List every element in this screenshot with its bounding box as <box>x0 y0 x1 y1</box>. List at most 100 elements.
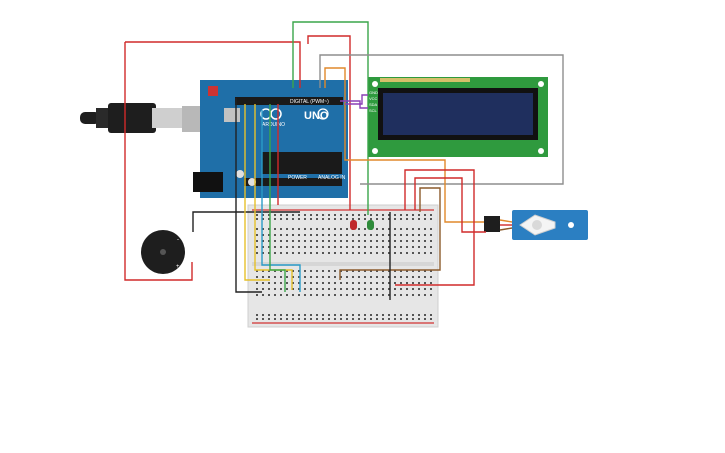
breadboard-hole <box>340 246 342 248</box>
breadboard-hole <box>256 228 258 230</box>
breadboard-hole <box>310 252 312 254</box>
breadboard-hole <box>418 240 420 242</box>
buzzer-icon[interactable]: - + <box>141 230 185 274</box>
breadboard-hole <box>406 282 408 284</box>
breadboard-hole <box>292 270 294 272</box>
breadboard-hole <box>316 282 318 284</box>
breadboard-hole <box>418 288 420 290</box>
breadboard-hole <box>334 288 336 290</box>
breadboard-hole <box>382 288 384 290</box>
arduino-digital-label: DIGITAL (PWM~) <box>290 99 329 105</box>
breadboard-hole <box>286 294 288 296</box>
breadboard-hole <box>412 246 414 248</box>
led-green-icon[interactable] <box>367 220 374 230</box>
breadboard-hole <box>382 252 384 254</box>
breadboard-hole <box>298 246 300 248</box>
breadboard-hole <box>430 282 432 284</box>
breadboard-hole <box>262 314 264 316</box>
breadboard-hole <box>370 240 372 242</box>
breadboard-hole <box>304 246 306 248</box>
breadboard-hole <box>322 314 324 316</box>
breadboard-hole <box>340 228 342 230</box>
breadboard-hole <box>358 252 360 254</box>
breadboard-hole <box>346 282 348 284</box>
breadboard-hole <box>310 314 312 316</box>
breadboard-hole <box>328 234 330 236</box>
breadboard-hole <box>418 234 420 236</box>
breadboard-hole <box>292 276 294 278</box>
arduino-board-icon[interactable]: DIGITAL (PWM~) ARDUINO UNO POWER ANALOG … <box>193 80 348 198</box>
breadboard-hole <box>406 314 408 316</box>
breadboard-hole <box>280 240 282 242</box>
breadboard-hole <box>310 294 312 296</box>
breadboard-hole <box>280 288 282 290</box>
breadboard-hole <box>292 294 294 296</box>
breadboard-hole <box>394 252 396 254</box>
breadboard-hole <box>394 288 396 290</box>
lcd-icon[interactable]: GND VCC SDA SCL <box>368 77 548 157</box>
breadboard-hole <box>280 270 282 272</box>
breadboard-hole <box>316 218 318 220</box>
breadboard-hole <box>304 234 306 236</box>
breadboard-hole <box>358 234 360 236</box>
breadboard-hole <box>298 234 300 236</box>
breadboard-hole <box>310 318 312 320</box>
breadboard-hole <box>358 270 360 272</box>
breadboard-hole <box>292 214 294 216</box>
breadboard-hole <box>280 318 282 320</box>
breadboard-hole <box>262 246 264 248</box>
breadboard-hole <box>370 214 372 216</box>
breadboard-hole <box>262 276 264 278</box>
breadboard-hole <box>376 314 378 316</box>
breadboard-hole <box>406 276 408 278</box>
breadboard-hole <box>406 218 408 220</box>
breadboard-hole <box>286 218 288 220</box>
breadboard-hole <box>256 314 258 316</box>
breadboard-hole <box>418 228 420 230</box>
breadboard-hole <box>424 218 426 220</box>
breadboard-hole <box>268 314 270 316</box>
breadboard-hole <box>376 218 378 220</box>
breadboard-hole <box>334 246 336 248</box>
breadboard-hole <box>430 246 432 248</box>
led-red-icon[interactable] <box>350 220 357 230</box>
breadboard-hole <box>388 214 390 216</box>
breadboard-hole <box>376 318 378 320</box>
breadboard-hole <box>310 282 312 284</box>
breadboard-hole <box>292 218 294 220</box>
breadboard-hole <box>388 246 390 248</box>
arduino-power-label: POWER <box>288 175 307 181</box>
breadboard-hole <box>346 214 348 216</box>
breadboard-hole <box>340 294 342 296</box>
breadboard-hole <box>388 228 390 230</box>
breadboard-hole <box>322 276 324 278</box>
breadboard-hole <box>268 228 270 230</box>
wires <box>124 21 564 300</box>
breadboard-hole <box>286 314 288 316</box>
servo-icon[interactable] <box>484 210 588 240</box>
breadboard-hole <box>280 282 282 284</box>
breadboard-hole <box>322 318 324 320</box>
breadboard-hole <box>418 318 420 320</box>
breadboard-hole <box>358 218 360 220</box>
breadboard-hole <box>346 240 348 242</box>
breadboard-hole <box>340 288 342 290</box>
breadboard-hole <box>316 288 318 290</box>
breadboard-hole <box>400 314 402 316</box>
breadboard-hole <box>322 288 324 290</box>
breadboard-hole <box>340 276 342 278</box>
breadboard-hole <box>400 294 402 296</box>
breadboard-hole <box>274 252 276 254</box>
breadboard-hole <box>274 218 276 220</box>
breadboard-hole <box>406 288 408 290</box>
lcd-pin-gnd: GND <box>369 90 378 95</box>
breadboard-hole <box>430 214 432 216</box>
breadboard-hole <box>274 228 276 230</box>
breadboard-icon[interactable] <box>247 204 439 328</box>
breadboard-hole <box>388 276 390 278</box>
breadboard-hole <box>310 214 312 216</box>
breadboard-hole <box>376 270 378 272</box>
breadboard-hole <box>430 270 432 272</box>
breadboard-hole <box>412 270 414 272</box>
